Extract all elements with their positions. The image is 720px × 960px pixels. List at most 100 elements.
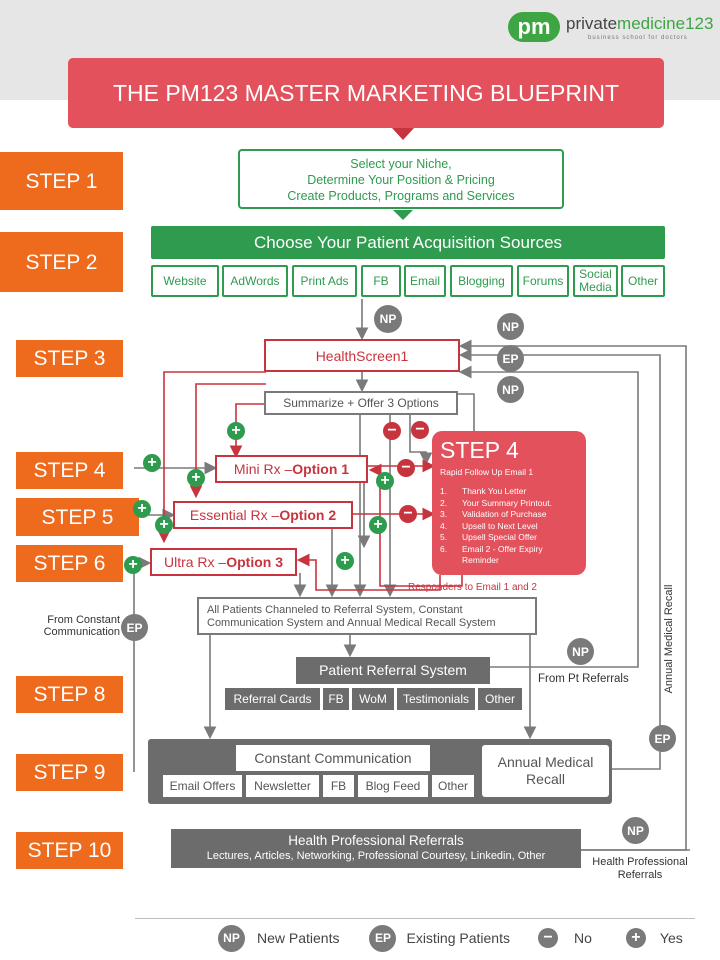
from-constant-line-1: From Constant xyxy=(47,614,120,626)
ep-badge: EP xyxy=(649,725,676,752)
source-website: Website xyxy=(151,265,219,297)
healthscreen-box: HealthScreen1 xyxy=(264,339,460,372)
source-blogging: Blogging xyxy=(450,265,513,297)
comm-email-offers: Email Offers xyxy=(163,775,242,797)
option-3-label: Option 3 xyxy=(226,554,283,570)
np-badge: NP xyxy=(497,376,524,403)
comm-blog-feed: Blog Feed xyxy=(358,775,428,797)
plus-icon: + xyxy=(369,516,387,534)
legend-ep-label: Existing Patients xyxy=(406,930,510,946)
step4-card: STEP 4 Rapid Follow Up Email 1 1.Thank Y… xyxy=(432,431,586,575)
step4-item: 4.Upsell to Next Level xyxy=(440,520,538,531)
referral-testimonials: Testimonials xyxy=(397,688,475,710)
step1-box: Select your Niche, Determine Your Positi… xyxy=(238,149,564,209)
from-constant-label: From Constant Communication xyxy=(14,614,120,638)
logo-name-b: medicine123 xyxy=(617,14,714,33)
hp-referrals-title: Health Professional Referrals xyxy=(288,833,464,848)
source-forums: Forums xyxy=(517,265,569,297)
source-social-media: Social Media xyxy=(573,265,618,297)
source-adwords: AdWords xyxy=(222,265,288,297)
hp-side-line-1: Health Professional xyxy=(592,856,688,868)
legend-no-label: No xyxy=(573,930,592,946)
step4-card-title: STEP 4 xyxy=(440,437,519,463)
option-3-box: Ultra Rx – Option 3 xyxy=(150,548,297,576)
step-3-label: STEP 3 xyxy=(16,340,123,377)
option-1-box: Mini Rx – Option 1 xyxy=(215,455,368,483)
step-8-label: STEP 8 xyxy=(16,676,123,713)
option-2-box: Essential Rx – Option 2 xyxy=(173,501,353,529)
legend-minus-icon: − xyxy=(537,928,558,948)
step4-card-subtitle: Rapid Follow Up Email 1 xyxy=(440,467,534,477)
step-5-label: STEP 5 xyxy=(16,498,139,536)
source-email: Email xyxy=(404,265,446,297)
legend-ep-icon: EP xyxy=(369,924,397,952)
plus-icon: + xyxy=(187,469,205,487)
option-1-label: Option 1 xyxy=(292,461,350,477)
page-title: THE PM123 MASTER MARKETING BLUEPRINT xyxy=(68,58,664,128)
legend-np-label: New Patients xyxy=(257,930,340,946)
step-4-label: STEP 4 xyxy=(16,452,123,489)
all-patients-line-2: Communication System and Annual Medical … xyxy=(207,617,496,629)
option-2-name: Essential Rx – xyxy=(189,507,280,523)
annual-recall-vertical-label: Annual Medical Recall xyxy=(663,584,675,694)
minus-icon: − xyxy=(399,505,417,523)
np-badge: NP xyxy=(622,817,649,844)
legend-plus-icon: + xyxy=(625,928,646,948)
step-2-label: STEP 2 xyxy=(0,232,123,292)
np-badge: NP xyxy=(374,305,402,333)
plus-icon: + xyxy=(227,422,245,440)
step4-item: 5.Upsell Special Offer xyxy=(440,532,537,542)
all-patients-line-1: All Patients Channeled to Referral Syste… xyxy=(207,604,463,616)
hp-side-label: Health Professional Referrals xyxy=(584,856,696,882)
summarize-box: Summarize + Offer 3 Options xyxy=(264,391,458,415)
legend-np-icon: NP xyxy=(218,924,245,952)
legend: NP New Patients EP Existing Patients − N… xyxy=(218,924,698,952)
referral-system-header: Patient Referral System xyxy=(296,657,490,684)
logo-name: privatemedicine123 xyxy=(566,14,713,34)
logo-name-a: private xyxy=(566,14,618,33)
acquisition-header: Choose Your Patient Acquisition Sources xyxy=(151,226,665,259)
minus-icon: − xyxy=(411,421,429,439)
source-print-ads: Print Ads xyxy=(292,265,357,297)
step4-item: 2.Your Summary Printout. xyxy=(440,497,552,508)
minus-icon: − xyxy=(383,422,401,440)
plus-icon: + xyxy=(376,472,394,490)
legend-divider xyxy=(135,918,695,919)
comm-other: Other xyxy=(432,775,474,797)
comm-fb: FB xyxy=(323,775,354,797)
legend-yes-label: Yes xyxy=(659,930,683,946)
annual-recall-box: Annual Medical Recall xyxy=(482,745,609,797)
step1-line-2: Determine Your Position & Pricing xyxy=(307,173,495,187)
referral-other: Other xyxy=(478,688,522,710)
minus-icon: − xyxy=(397,459,415,477)
from-pt-referrals-label: From Pt Referrals xyxy=(538,673,629,685)
all-patients-box: All Patients Channeled to Referral Syste… xyxy=(197,597,537,635)
responders-label: Responders to Email 1 and 2 xyxy=(408,582,537,593)
logo-tagline: business school for doctors xyxy=(588,35,688,41)
step4-item: 1.Thank You Letter xyxy=(440,486,527,496)
step4-item: 3.Validation of Purchase xyxy=(440,509,547,519)
referral-cards: Referral Cards xyxy=(225,688,320,710)
hp-referrals-box: Health Professional Referrals Lectures, … xyxy=(171,829,581,868)
step-6-label: STEP 6 xyxy=(16,545,123,582)
ep-badge: EP xyxy=(497,345,524,372)
logo: pm privatemedicine123 business school fo… xyxy=(508,10,713,46)
comm-newsletter: Newsletter xyxy=(246,775,319,797)
step1-line-1: Select your Niche, xyxy=(350,157,452,171)
referral-wom: WoM xyxy=(352,688,394,710)
option-3-name: Ultra Rx – xyxy=(163,554,227,570)
step4-item: 6.Email 2 - Offer Expiry Reminder xyxy=(440,543,543,566)
from-constant-line-2: Communication xyxy=(43,626,120,638)
annual-recall-line-1: Annual Medical xyxy=(497,754,594,770)
constant-comm-header: Constant Communication xyxy=(236,745,430,771)
np-badge: NP xyxy=(567,638,594,665)
plus-icon: + xyxy=(155,516,173,534)
source-fb: FB xyxy=(361,265,401,297)
plus-icon: + xyxy=(336,552,354,570)
plus-icon: + xyxy=(143,454,161,472)
logo-mark: pm xyxy=(508,12,560,42)
step4-card-list: 1.Thank You Letter 2.Your Summary Printo… xyxy=(440,486,578,567)
step-1-label: STEP 1 xyxy=(0,152,123,210)
hp-referrals-subtitle: Lectures, Articles, Networking, Professi… xyxy=(206,850,546,862)
